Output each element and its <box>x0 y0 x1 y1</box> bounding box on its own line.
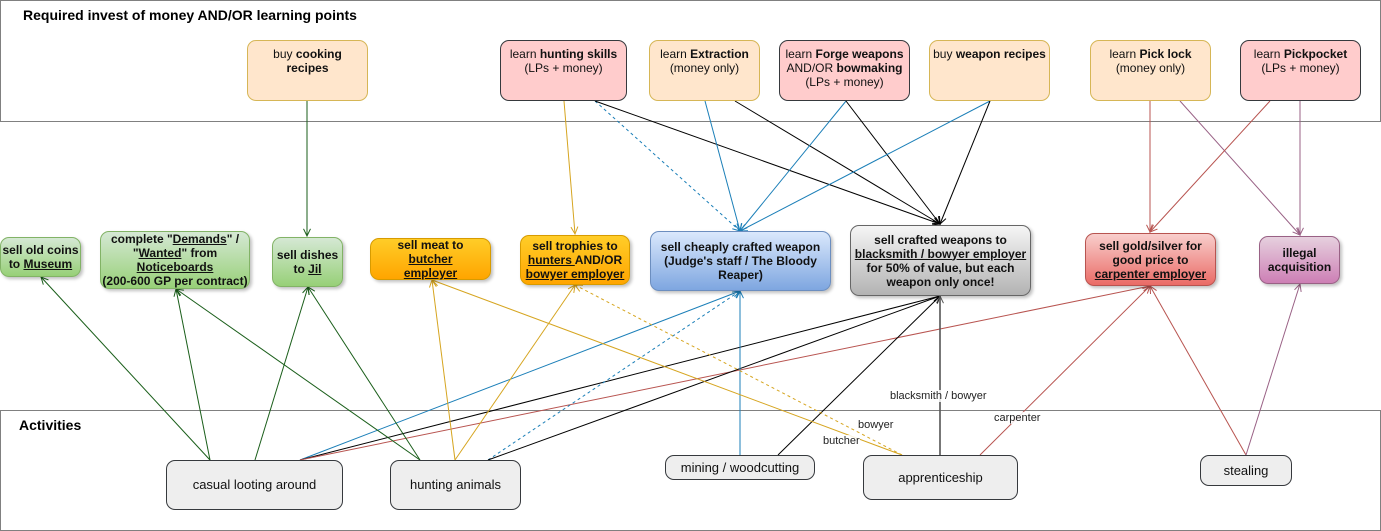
activity-hunting-animals[interactable]: hunting animals <box>390 460 521 510</box>
arrowhead-icon <box>1146 224 1154 234</box>
arrowhead-icon <box>40 276 49 285</box>
edge-label-blacksmith-bowyer: blacksmith / bowyer <box>890 390 987 402</box>
employer-link[interactable]: employer <box>403 266 458 280</box>
req-hunting-skills[interactable]: learn hunting skills (LPs + money) <box>500 40 627 101</box>
arrowhead-icon <box>1142 285 1151 294</box>
arrowhead-icon <box>1149 285 1157 295</box>
butcher-link[interactable]: butcher <box>408 252 453 266</box>
outcome-sell-trophies[interactable]: sell trophies to hunters AND/OR bowyer e… <box>520 235 630 285</box>
carpenter-employer-link[interactable]: carpenter employer <box>1094 266 1207 281</box>
arrowhead-icon <box>302 285 310 295</box>
arrowhead-icon <box>303 228 311 238</box>
arrowhead-icon <box>736 289 744 299</box>
arrowhead-icon <box>931 294 942 303</box>
req-weapon-recipes[interactable]: buy weapon recipes <box>929 40 1050 101</box>
req-pickpocket[interactable]: learn Pickpocket (LPs + money) <box>1240 40 1361 101</box>
arrowhead-icon <box>428 278 437 288</box>
edge-label-bowyer: bowyer <box>858 419 894 431</box>
arrowhead-icon <box>932 295 941 304</box>
outcome-sell-cheap-weapon[interactable]: sell cheaply crafted weapon (Judge's sta… <box>650 231 831 291</box>
arrowhead-icon <box>1149 224 1158 233</box>
arrowhead-icon <box>932 216 941 225</box>
outcome-sell-dishes[interactable]: sell dishes to Jil <box>272 237 343 287</box>
arrowhead-icon <box>734 223 742 233</box>
outcome-sell-crafted-weapons[interactable]: sell crafted weapons to blacksmith / bow… <box>850 225 1031 296</box>
outcome-sell-gold-silver[interactable]: sell gold/silver for good price to carpe… <box>1085 233 1216 286</box>
arrowhead-icon <box>1294 282 1302 292</box>
arrowhead-icon <box>173 287 182 297</box>
arrowhead-icon <box>570 226 579 236</box>
req-pick-lock[interactable]: learn Pick lock (money only) <box>1090 40 1211 101</box>
jil-link[interactable]: Jil <box>308 262 322 276</box>
demands-link[interactable]: Demands <box>172 232 227 246</box>
activity-stealing[interactable]: stealing <box>1200 455 1292 486</box>
edge-label-butcher: butcher <box>823 435 860 447</box>
arrowhead-icon <box>307 286 316 296</box>
outcome-sell-meat[interactable]: sell meat to butcher employer <box>370 238 491 280</box>
blacksmith-bowyer-employer-link[interactable]: blacksmith / bowyer employer <box>854 246 1027 261</box>
activity-casual-looting[interactable]: casual looting around <box>166 460 343 510</box>
bowyer-employer-link[interactable]: bowyer employer <box>525 267 625 281</box>
arrowhead-icon <box>739 223 748 232</box>
activity-apprenticeship[interactable]: apprenticeship <box>863 455 1018 500</box>
requirements-lane-title: Required invest of money AND/OR learning… <box>23 7 357 23</box>
arrowhead-icon <box>931 217 941 225</box>
museum-link[interactable]: Museum <box>23 257 73 271</box>
arrowhead-icon <box>936 294 944 304</box>
req-extraction[interactable]: learn Extraction (money only) <box>649 40 760 101</box>
arrowhead-icon <box>938 215 947 226</box>
outcome-complete-demands[interactable]: complete "Demands" / "Wanted" from Notic… <box>100 231 250 289</box>
arrowhead-icon <box>175 288 184 297</box>
req-forge-bowmaking[interactable]: learn Forge weapons AND/OR bowmaking (LP… <box>779 40 910 101</box>
arrowhead-icon <box>732 223 741 232</box>
arrowhead-icon <box>731 289 742 298</box>
outcome-sell-old-coins[interactable]: sell old coins to Museum <box>0 237 81 277</box>
activities-lane-title: Activities <box>19 417 82 433</box>
arrowhead-icon <box>1296 227 1304 237</box>
edge-label-carpenter: carpenter <box>994 412 1041 424</box>
arrowhead-icon <box>430 278 441 287</box>
outcome-illegal-acquisition[interactable]: illegal acquisition <box>1259 236 1340 284</box>
activity-mining-woodcutting[interactable]: mining / woodcutting <box>665 455 815 480</box>
req-cooking-recipes[interactable]: buy cooking recipes <box>247 40 368 101</box>
noticeboards-link[interactable]: Noticeboards <box>136 260 214 274</box>
wanted-link[interactable]: Wanted <box>138 246 182 260</box>
arrowhead-icon <box>567 284 576 293</box>
arrowhead-icon <box>732 290 741 299</box>
arrowhead-icon <box>573 284 584 292</box>
arrowhead-icon <box>931 217 942 226</box>
arrowhead-icon <box>1292 227 1301 236</box>
hunters-link[interactable]: hunters <box>527 253 575 267</box>
